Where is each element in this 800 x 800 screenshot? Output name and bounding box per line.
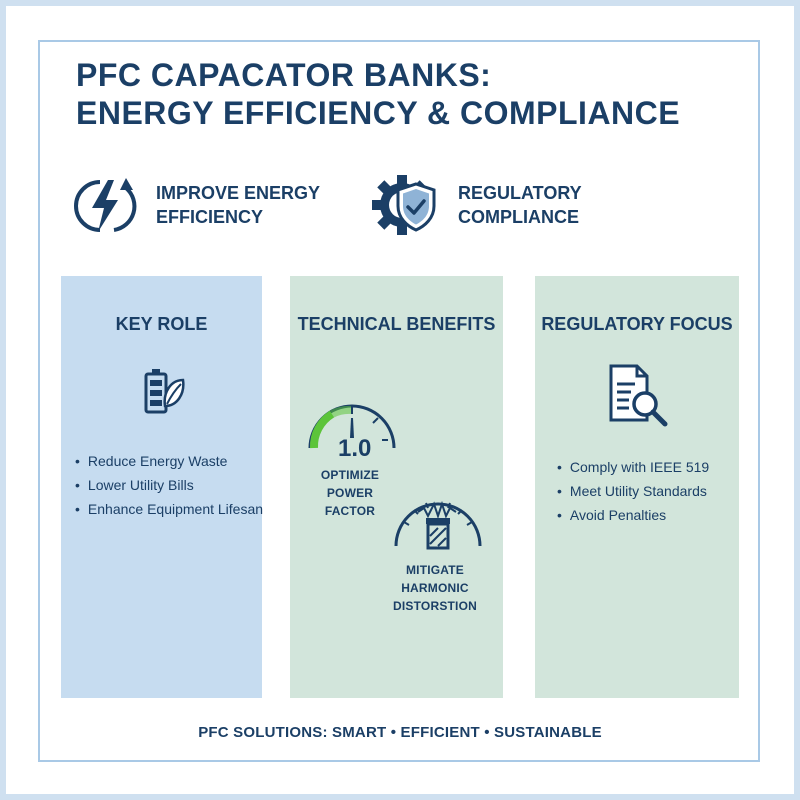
battery-leaf-icon [144,369,185,414]
feature-regulatory-line-2: COMPLIANCE [458,207,579,227]
feature-regulatory-line-1: REGULATORY [458,183,582,203]
list-item: Comply with IEEE 519 [557,455,709,479]
title-line-2: ENERGY EFFICIENCY & COMPLIANCE [76,95,681,131]
page-title: PFC CAPACATOR BANKS: ENERGY EFFICIENCY &… [76,56,716,132]
gauge1-caption-line-1: OPTIMIZE [320,468,380,482]
gauge2-caption: MITIGATE HARMONIC DISTORSTION [370,561,500,615]
panel-regulatory-heading: REGULATORY FOCUS [541,314,733,334]
harmonic-gauge-icon [394,500,482,550]
gauge2-caption-line-2: HARMONIC DISTORSTION [393,581,477,613]
power-factor-value: 1.0 [338,435,372,462]
feature-energy-line-2: EFFICIENCY [156,207,264,227]
list-item: Avoid Penalties [557,503,709,527]
lightning-cycle-icon [74,178,137,232]
key-role-list: Reduce Energy Waste Lower Utility Bills … [75,449,263,521]
feature-regulatory-compliance: REGULATORY COMPLIANCE [372,172,582,238]
gauge1-caption-line-2: POWER FACTOR [324,486,376,518]
gauge1-caption: OPTIMIZE POWER FACTOR [300,466,400,520]
feature-regulatory-label: REGULATORY COMPLIANCE [458,181,582,229]
feature-energy-label: IMPROVE ENERGY EFFICIENCY [156,181,320,229]
panel-regulatory-focus: REGULATORY FOCUS Comply with IEEE 519 Me… [535,276,739,698]
list-item: Reduce Energy Waste [75,449,263,473]
power-factor-gauge-icon [308,404,396,449]
gear-shield-check-icon [372,175,436,235]
regulatory-list: Comply with IEEE 519 Meet Utility Standa… [557,455,709,527]
panel-key-role-heading: KEY ROLE [115,314,208,334]
feature-energy-line-1: IMPROVE ENERGY [156,183,321,203]
list-item: Meet Utility Standards [557,479,709,503]
panel-technical-benefits: TECHNICAL BENEFITS 1.0 OPTIMIZE POWER FA… [290,276,503,698]
list-item: Enhance Equipment Lifesan [75,497,263,521]
panel-key-role: KEY ROLE Reduce Energy Waste Lower Utili… [61,276,263,698]
title-line-1: PFC CAPACATOR BANKS: [76,57,492,93]
feature-energy-efficiency: IMPROVE ENERGY EFFICIENCY [70,172,320,238]
list-item: Lower Utility Bills [75,473,263,497]
footer-tagline: PFC SOLUTIONS: SMART • EFFICIENT • SUSTA… [198,724,602,741]
panel-technical-heading: TECHNICAL BENEFITS [297,314,496,334]
gauge2-caption-line-1: MITIGATE [405,563,465,577]
document-magnifier-icon [609,364,668,427]
